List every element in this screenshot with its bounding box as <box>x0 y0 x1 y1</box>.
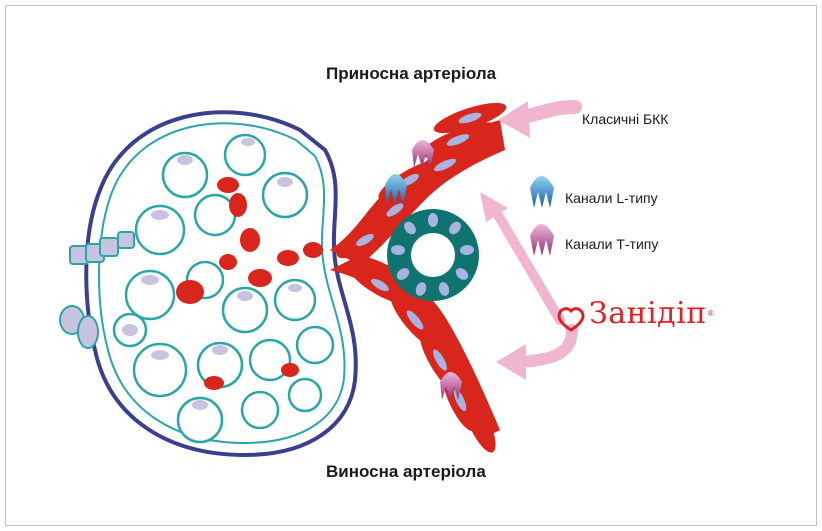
arrow-zanidip-up <box>480 192 560 320</box>
arrow-classic-bkk <box>498 101 575 138</box>
brand-name: Занідіп <box>589 296 707 331</box>
afferent-arteriole-label: Приносна артеріола <box>326 64 496 84</box>
brand-registered-mark: ® <box>708 309 714 318</box>
l-channel-legend-icon <box>530 176 554 208</box>
classic-bkk-label: Класичні БКК <box>582 111 668 127</box>
macula-densa-ring <box>387 209 479 301</box>
zanidip-brand: Занідіп ® <box>573 293 714 333</box>
l-channel-label: Канали L-типу <box>565 190 658 206</box>
efferent-arteriole-label: Виносна артеріола <box>326 462 486 482</box>
arrow-zanidip-down <box>496 330 572 380</box>
t-channel-label: Канали Т-типу <box>565 236 658 252</box>
t-channel-legend-icon <box>530 224 554 256</box>
